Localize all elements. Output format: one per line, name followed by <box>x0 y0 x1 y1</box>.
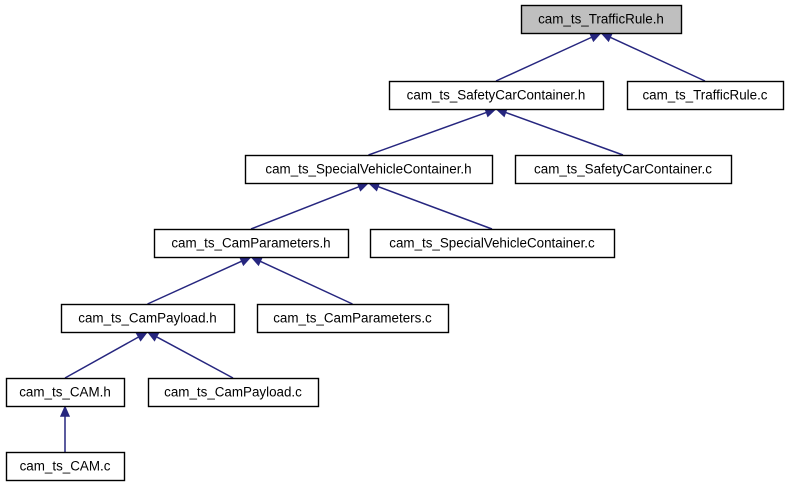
node-box-safetycarcontainer_c[interactable] <box>514 154 733 185</box>
edge-line-campayload_h-to-camparameters_h <box>147 260 242 305</box>
node-specialvehiclecontainer_h[interactable]: cam_ts_SpecialVehicleContainer.h <box>244 154 494 185</box>
node-box-camparameters_c[interactable] <box>256 303 450 334</box>
edge-line-safetycarcontainer_c-to-safetycarcontainer_h <box>505 111 624 156</box>
edge-arrowhead-campayload_c-to-campayload_h <box>146 331 160 342</box>
edge-arrowhead-campayload_h-to-camparameters_h <box>239 256 252 267</box>
node-trafficrule_c[interactable]: cam_ts_TrafficRule.c <box>626 80 785 111</box>
node-cam_h[interactable]: cam_ts_CAM.h <box>5 377 126 408</box>
edge-arrowhead-safetycarcontainer_h-to-trafficrule_h <box>589 32 602 43</box>
edge-line-camparameters_h-to-specialvehiclecontainer_h <box>250 186 359 230</box>
node-label-cam_c: cam_ts_CAM.c <box>20 459 111 474</box>
node-box-camparameters_h[interactable] <box>153 228 350 259</box>
node-label-camparameters_c: cam_ts_CamParameters.c <box>273 311 432 326</box>
node-label-safetycarcontainer_h: cam_ts_SafetyCarContainer.h <box>407 88 586 103</box>
node-box-campayload_c[interactable] <box>147 377 320 408</box>
edge-arrowhead-camparameters_c-to-camparameters_h <box>250 256 263 267</box>
node-box-trafficrule_h[interactable] <box>520 4 683 35</box>
edge-arrowhead-trafficrule_c-to-trafficrule_h <box>600 32 613 43</box>
node-label-specialvehiclecontainer_h: cam_ts_SpecialVehicleContainer.h <box>265 162 471 177</box>
node-camparameters_h[interactable]: cam_ts_CamParameters.h <box>153 228 350 259</box>
edge-line-safetycarcontainer_h-to-trafficrule_h <box>495 36 592 82</box>
node-label-trafficrule_h: cam_ts_TrafficRule.h <box>538 12 664 27</box>
node-label-camparameters_h: cam_ts_CamParameters.h <box>171 236 330 251</box>
edge-line-trafficrule_c-to-trafficrule_h <box>610 36 706 82</box>
nodes-layer: cam_ts_TrafficRule.h cam_ts_SafetyCarCont… <box>5 4 785 482</box>
node-specialvehiclecontainer_c[interactable]: cam_ts_SpecialVehicleContainer.c <box>369 228 616 259</box>
node-safetycarcontainer_h[interactable]: cam_ts_SafetyCarContainer.h <box>388 80 605 111</box>
node-box-cam_c[interactable] <box>5 451 126 482</box>
node-box-trafficrule_c[interactable] <box>626 80 785 111</box>
node-campayload_h[interactable]: cam_ts_CamPayload.h <box>60 303 236 334</box>
node-label-cam_h: cam_ts_CAM.h <box>19 385 111 400</box>
node-cam_c[interactable]: cam_ts_CAM.c <box>5 451 126 482</box>
node-box-specialvehiclecontainer_h[interactable] <box>244 154 494 185</box>
edge-arrowhead-cam_h-to-campayload_h <box>135 331 149 342</box>
edge-line-camparameters_c-to-camparameters_h <box>260 260 353 305</box>
node-campayload_c[interactable]: cam_ts_CamPayload.c <box>147 377 320 408</box>
node-box-campayload_h[interactable] <box>60 303 236 334</box>
edge-line-specialvehiclecontainer_h-to-safetycarcontainer_h <box>368 111 487 156</box>
node-box-specialvehiclecontainer_c[interactable] <box>369 228 616 259</box>
node-box-safetycarcontainer_h[interactable] <box>388 80 605 111</box>
node-trafficrule_h[interactable]: cam_ts_TrafficRule.h <box>520 4 683 35</box>
node-safetycarcontainer_c[interactable]: cam_ts_SafetyCarContainer.c <box>514 154 733 185</box>
edge-arrowhead-cam_c-to-cam_h <box>59 405 71 417</box>
edge-line-campayload_c-to-campayload_h <box>156 336 234 379</box>
node-label-campayload_c: cam_ts_CamPayload.c <box>164 385 302 400</box>
edge-line-specialvehiclecontainer_c-to-specialvehiclecontainer_h <box>378 185 493 230</box>
node-camparameters_c[interactable]: cam_ts_CamParameters.c <box>256 303 450 334</box>
node-label-trafficrule_c: cam_ts_TrafficRule.c <box>642 88 767 103</box>
node-label-campayload_h: cam_ts_CamPayload.h <box>78 311 216 326</box>
edge-line-cam_h-to-campayload_h <box>64 336 139 379</box>
node-label-specialvehiclecontainer_c: cam_ts_SpecialVehicleContainer.c <box>389 236 595 251</box>
node-label-safetycarcontainer_c: cam_ts_SafetyCarContainer.c <box>534 162 712 177</box>
node-box-cam_h[interactable] <box>5 377 126 408</box>
